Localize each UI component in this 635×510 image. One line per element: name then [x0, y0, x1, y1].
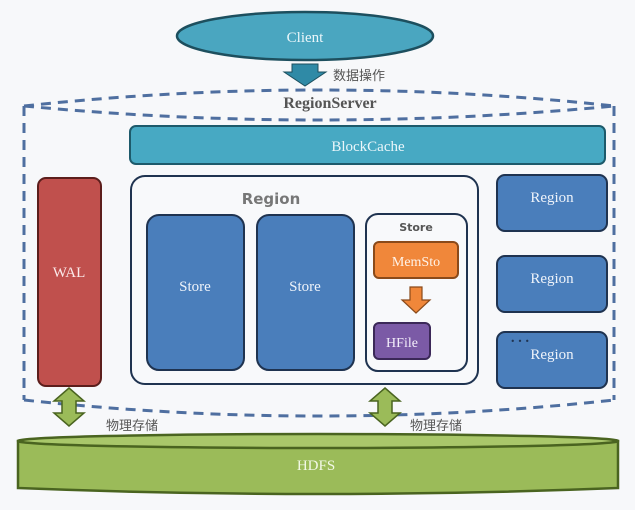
regionserver-container — [22, 88, 616, 418]
side-region-label: Region — [530, 190, 574, 206]
side-region-box: Region — [496, 174, 608, 232]
side-region-box: Region — [496, 255, 608, 313]
blockcache-box: BlockCache — [129, 125, 606, 165]
wal-label: WAL — [53, 265, 86, 281]
data-operation-arrow-icon — [282, 63, 328, 87]
store-box: Store — [146, 214, 245, 371]
wal-box: WAL — [37, 177, 102, 387]
store-label: Store — [289, 279, 321, 295]
side-region-label: Region — [530, 271, 574, 287]
ellipsis-dots: • • • — [510, 337, 529, 346]
memstore-box: MemSto — [373, 241, 459, 279]
client-label: Client — [287, 30, 324, 46]
store-label: Store — [179, 279, 211, 295]
hfile-label: HFile — [386, 336, 418, 351]
hdfs-cylinder: HDFS — [16, 432, 620, 496]
side-region-box: • • • Region — [496, 331, 608, 389]
region-main-label: Region — [242, 190, 301, 208]
side-region-label: Region — [530, 347, 574, 363]
hdfs-label: HDFS — [297, 458, 335, 474]
flush-arrow-icon — [400, 286, 432, 314]
region-hdfs-double-arrow-icon — [367, 387, 403, 427]
store-box: Store — [256, 214, 355, 371]
blockcache-label: BlockCache — [331, 139, 405, 155]
data-operation-label: 数据操作 — [333, 68, 385, 84]
region-main-box: Region Store Store Store MemSto HFile — [130, 175, 479, 385]
wal-hdfs-double-arrow-icon — [51, 387, 87, 427]
physical-storage-label: 物理存储 — [410, 419, 462, 434]
physical-storage-label: 物理存储 — [106, 419, 158, 434]
regionserver-label: RegionServer — [283, 95, 376, 112]
store-detail-box: Store MemSto HFile — [365, 213, 468, 372]
hfile-box: HFile — [373, 322, 431, 360]
memstore-label: MemSto — [392, 255, 440, 270]
client-node: Client — [175, 10, 435, 62]
store-detail-label: Store — [399, 221, 433, 234]
